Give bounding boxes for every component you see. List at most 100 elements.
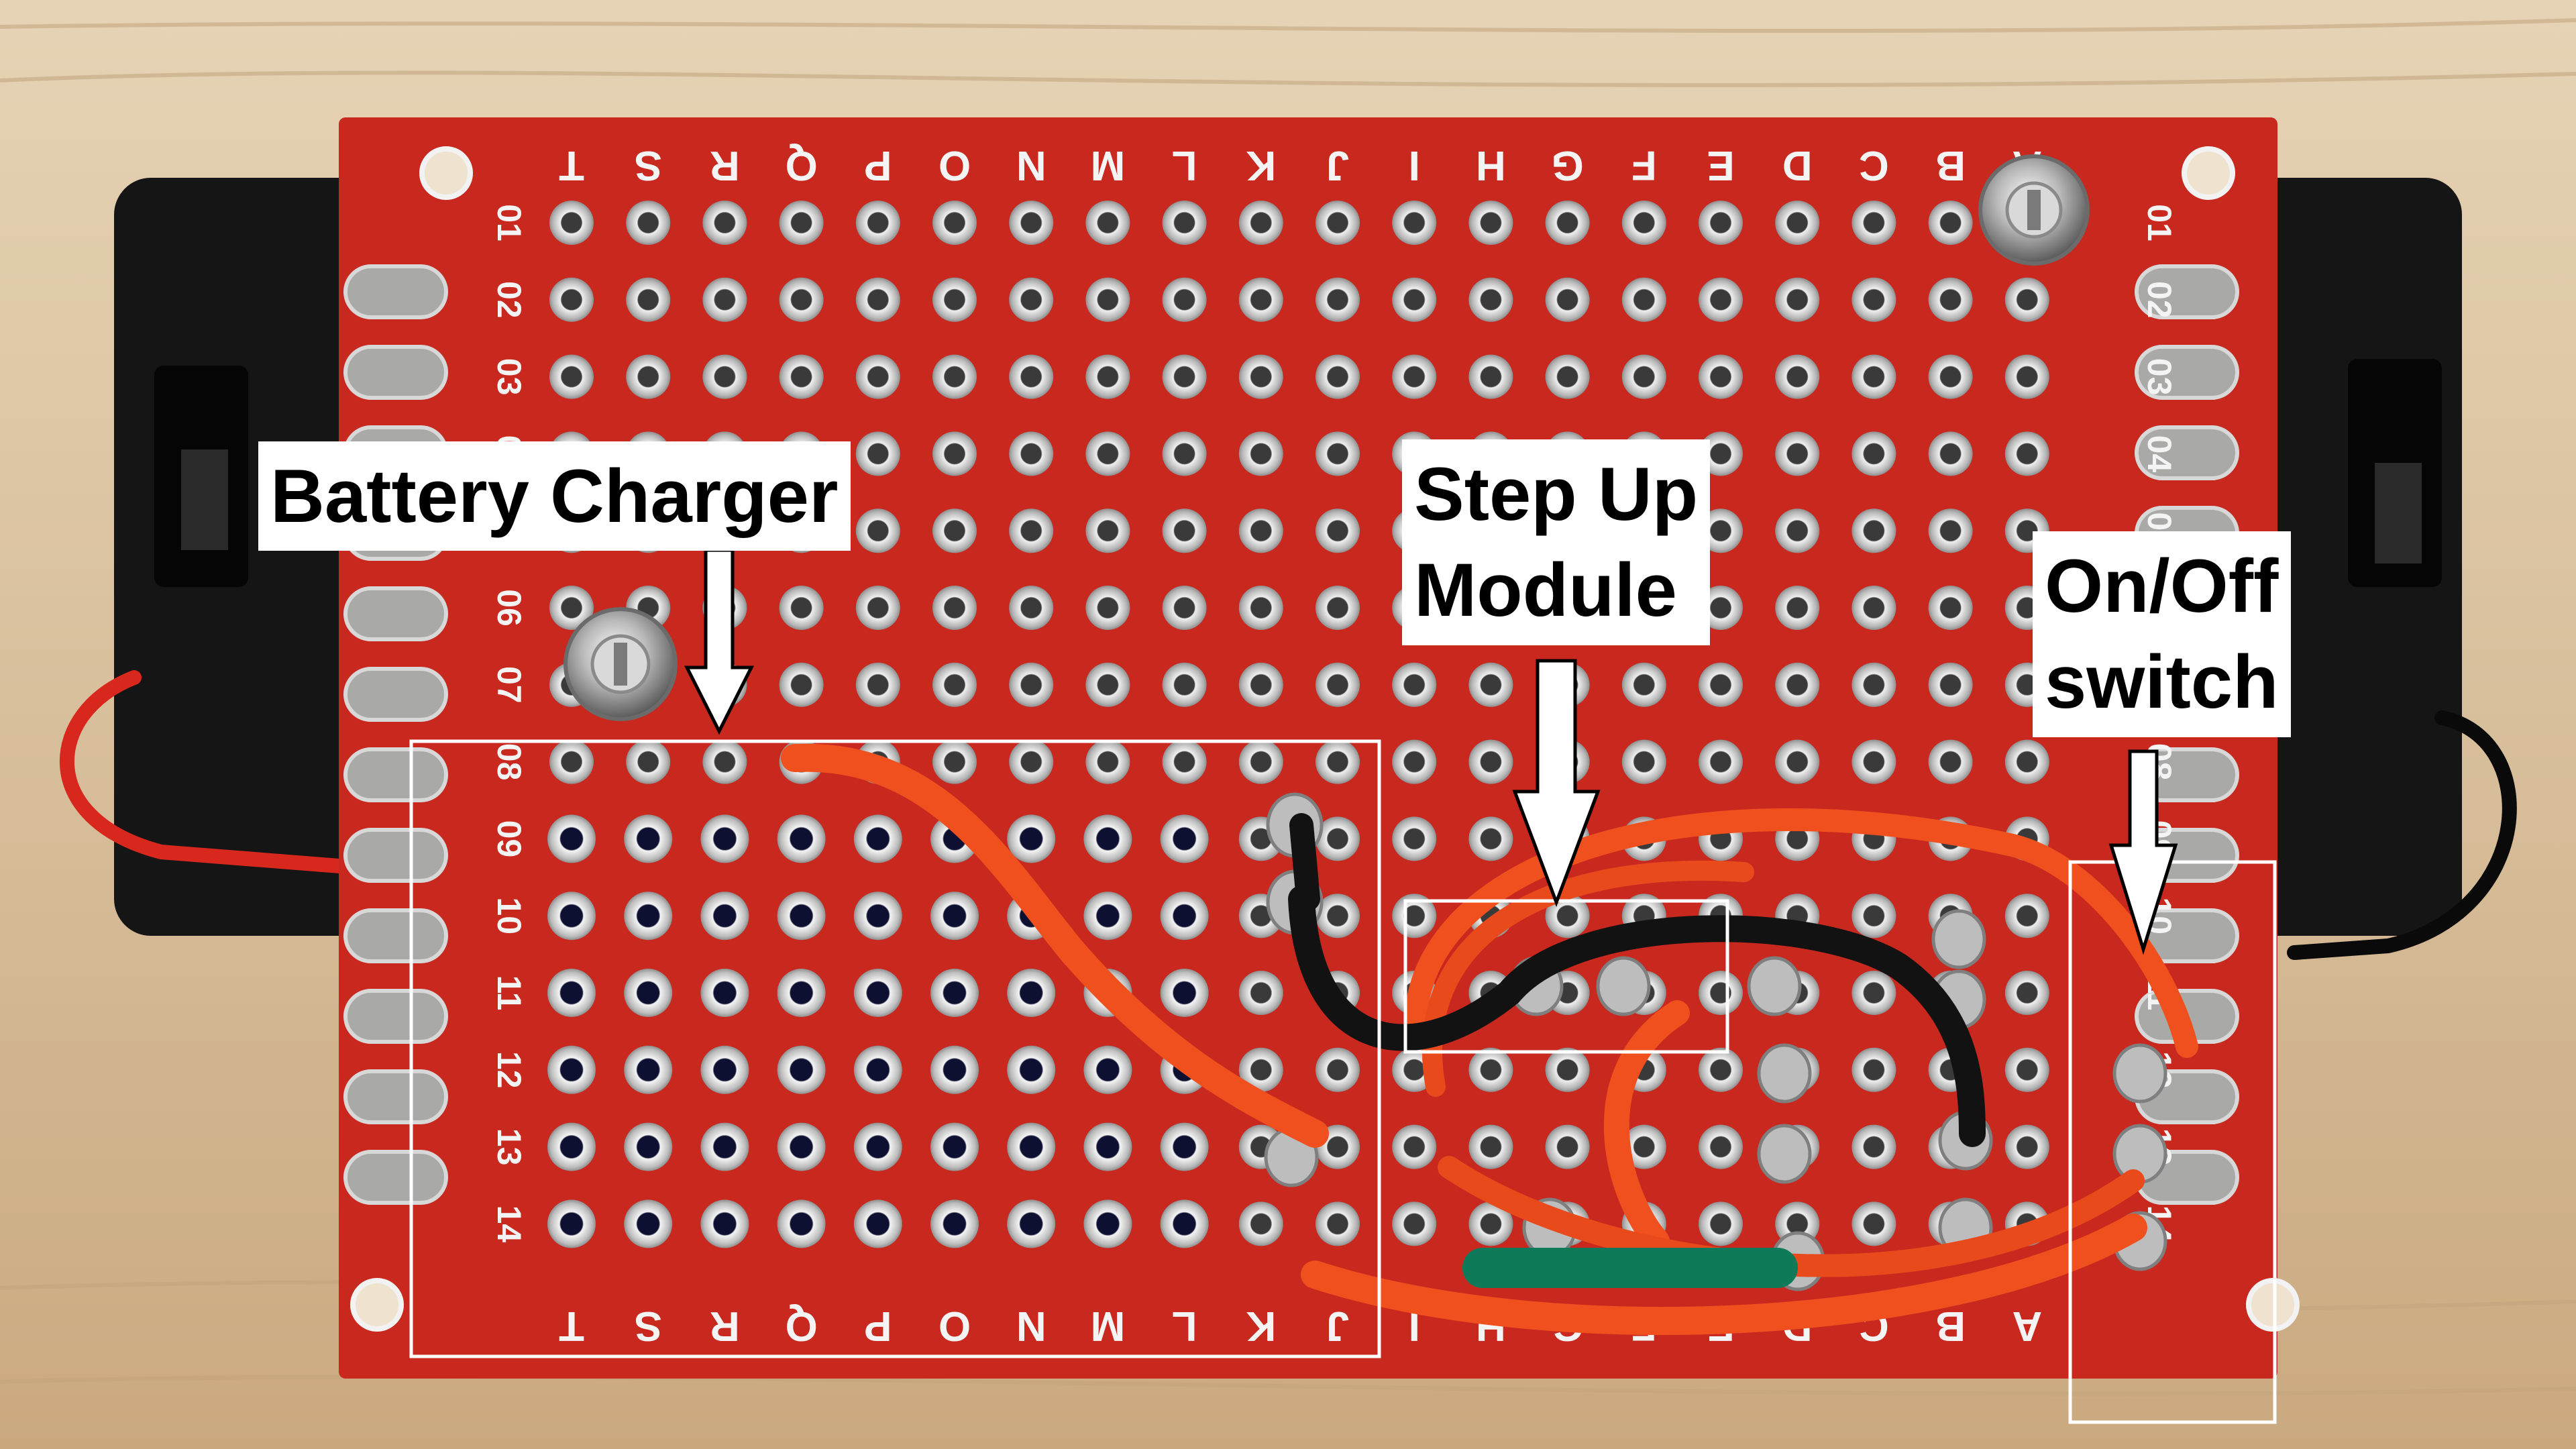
row-numbers-right: 0102030405060708091011121314 [2141, 204, 2178, 1242]
pad-O-01 [932, 201, 977, 245]
pad-O-02 [932, 277, 977, 322]
column-letter-top-Q: Q [785, 142, 817, 189]
pad-N-05 [1009, 508, 1054, 553]
pad-G-13 [1545, 1124, 1590, 1169]
wire-orange-bottom [1301, 1214, 2147, 1336]
pad-P-14 [853, 1199, 902, 1248]
pad-M-13 [1083, 1122, 1132, 1171]
column-letter-top-M: M [1091, 142, 1126, 189]
column-letter-bottom-N: N [1016, 1303, 1046, 1349]
pad-Q-12 [777, 1045, 826, 1094]
pad-C-11 [1851, 971, 1896, 1015]
row-number-left-11: 11 [490, 975, 528, 1011]
column-letter-bottom-S: S [635, 1303, 662, 1349]
column-letter-top-S: S [635, 142, 662, 189]
pad-I-14 [1392, 1201, 1437, 1246]
row-number-left-01: 01 [490, 204, 528, 241]
row-number-left-03: 03 [490, 358, 528, 396]
rail-pad-right [2135, 425, 2239, 480]
pad-N-14 [1007, 1199, 1056, 1248]
column-letter-top-T: T [559, 142, 584, 189]
row-number-left-06: 06 [490, 589, 528, 627]
pad-N-06 [1009, 586, 1054, 630]
pad-B-06 [1928, 586, 1973, 630]
highlight-boxes [409, 739, 2277, 1424]
row-number-right-04: 04 [2141, 435, 2178, 473]
pad-J-08 [1316, 739, 1360, 784]
pad-E-01 [1699, 201, 1743, 245]
pad-J-12 [1316, 1047, 1360, 1092]
row-number-left-07: 07 [490, 666, 528, 704]
pad-D-06 [1775, 586, 1820, 630]
step-up-line1: Step Up [1414, 452, 1699, 536]
pad-K-03 [1238, 354, 1283, 399]
pad-T-01 [549, 201, 594, 245]
pad-T-10 [547, 892, 596, 941]
rail-pad-left [343, 1150, 448, 1205]
wire-orange-charger [781, 743, 1329, 1148]
pad-C-14 [1851, 1201, 1896, 1246]
pad-C-01 [1851, 201, 1896, 245]
arrow-battery-charger [684, 548, 755, 735]
pad-I-03 [1392, 354, 1437, 399]
pad-P-03 [855, 354, 900, 399]
pad-M-02 [1085, 277, 1130, 322]
pad-M-04 [1085, 431, 1130, 476]
wire-orange-arc-top [1404, 808, 2198, 1058]
pad-N-08 [1009, 739, 1054, 784]
wire-black-left [1289, 813, 1320, 911]
pad-M-10 [1083, 892, 1132, 941]
pad-N-03 [1009, 354, 1054, 399]
rail-pad-left [343, 908, 448, 963]
pad-M-06 [1085, 586, 1130, 630]
pad-C-05 [1851, 508, 1896, 553]
pad-Q-01 [779, 201, 824, 245]
pad-J-07 [1316, 662, 1360, 707]
pad-S-13 [624, 1122, 673, 1171]
pad-R-08 [702, 739, 747, 784]
pad-H-02 [1468, 277, 1513, 322]
wire-orange-short [1603, 1000, 1690, 1254]
pad-D-04 [1775, 431, 1820, 476]
pad-C-08 [1851, 739, 1896, 784]
pad-K-01 [1238, 201, 1283, 245]
column-letter-top-B: B [1935, 142, 1966, 189]
pad-R-14 [700, 1199, 749, 1248]
pad-H-14 [1468, 1201, 1513, 1246]
on-off-switch-label: On/Off switch [2033, 531, 2291, 737]
pad-R-02 [702, 277, 747, 322]
pad-M-08 [1085, 739, 1130, 784]
pad-E-11 [1699, 971, 1743, 1015]
pad-A-08 [2004, 739, 2049, 784]
pad-D-02 [1775, 277, 1820, 322]
pad-N-11 [1007, 969, 1056, 1017]
pad-S-12 [624, 1045, 673, 1094]
row-number-left-08: 08 [490, 743, 528, 781]
pad-R-10 [700, 892, 749, 941]
pad-P-13 [853, 1122, 902, 1171]
pad-C-06 [1851, 586, 1896, 630]
pad-L-09 [1160, 814, 1209, 863]
pad-J-14 [1316, 1201, 1360, 1246]
pad-O-03 [932, 354, 977, 399]
pad-S-03 [626, 354, 671, 399]
pad-F-02 [1621, 277, 1666, 322]
pad-Q-02 [779, 277, 824, 322]
pad-L-14 [1160, 1199, 1209, 1248]
pad-Q-10 [777, 892, 826, 941]
pad-P-12 [853, 1045, 902, 1094]
rail-pad-left [343, 828, 448, 883]
pad-A-11 [2004, 971, 2049, 1015]
row-number-left-10: 10 [490, 897, 528, 934]
pad-B-04 [1928, 431, 1973, 476]
pad-L-13 [1160, 1122, 1209, 1171]
pad-R-13 [700, 1122, 749, 1171]
pad-J-05 [1316, 508, 1360, 553]
pad-I-08 [1392, 739, 1437, 784]
pad-G-02 [1545, 277, 1590, 322]
pad-P-01 [855, 201, 900, 245]
pad-D-07 [1775, 662, 1820, 707]
row-number-left-13: 13 [490, 1128, 528, 1166]
rail-pad-right [2135, 264, 2239, 319]
